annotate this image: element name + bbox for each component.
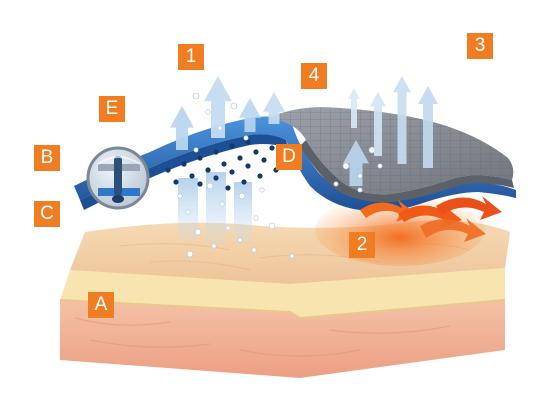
water-droplet-icon	[186, 250, 194, 258]
water-droplet-icon	[211, 243, 217, 249]
water-droplet-icon	[230, 102, 238, 110]
upward-arrow-icon	[263, 92, 285, 124]
water-droplet-icon	[357, 173, 363, 179]
vapor-column	[234, 182, 252, 242]
water-droplet-icon	[268, 222, 276, 230]
water-droplet-icon	[253, 215, 259, 221]
water-droplet-icon	[225, 225, 231, 231]
skin-texture	[119, 243, 471, 271]
membrane-pore	[225, 185, 231, 191]
water-droplet-icon	[205, 109, 211, 115]
water-droplet-icon	[342, 162, 350, 170]
membrane-pore	[213, 175, 219, 181]
lens-highlight	[97, 156, 141, 165]
water-droplet-icon	[357, 187, 363, 193]
membrane-pore	[241, 179, 247, 185]
water-droplet-icon	[185, 209, 191, 215]
membrane-pore	[269, 145, 275, 151]
marker-C: C	[34, 201, 60, 227]
marker-1: 1	[178, 44, 204, 70]
water-droplet-icon	[193, 147, 199, 153]
membrane-pore	[229, 143, 235, 149]
outer-shell	[268, 107, 514, 203]
water-droplet-icon	[251, 247, 257, 253]
marker-4: 4	[301, 63, 327, 89]
membrane-pore	[205, 167, 211, 173]
membrane-pore	[197, 155, 203, 161]
water-droplet-icon	[259, 187, 265, 193]
upward-arrow-icon	[343, 140, 369, 186]
membrane-pore	[253, 149, 259, 155]
water-droplet-icon	[219, 201, 225, 207]
marker-B: B	[34, 145, 60, 171]
membrane-pore	[181, 161, 187, 167]
water-droplet-icon	[289, 253, 295, 259]
upward-arrow-icon	[204, 76, 232, 138]
magnifier-icon	[86, 146, 150, 210]
water-droplet-icon	[333, 181, 339, 187]
heat-arrow	[420, 218, 486, 242]
marker-E: E	[99, 96, 125, 122]
membrane-edge	[80, 134, 288, 210]
water-droplet-icon	[177, 193, 183, 199]
vapor-arrows	[170, 76, 438, 186]
dermis-layer	[60, 300, 505, 378]
heat-arrow	[436, 196, 502, 220]
water-droplet-icon	[192, 92, 200, 100]
upward-arrow-icon	[370, 92, 386, 156]
upward-arrow-icon	[393, 76, 411, 164]
membrane-pore	[213, 149, 219, 155]
membrane-pore	[173, 179, 179, 185]
membrane-pores	[165, 139, 283, 191]
upward-arrow-icon	[348, 88, 360, 128]
upward-arrow-icon	[418, 86, 438, 168]
membrane-pore	[189, 173, 195, 179]
vapor-column	[178, 178, 198, 240]
lens-fiber	[114, 156, 122, 196]
water-droplet-icon	[237, 237, 243, 243]
marker-D: D	[276, 144, 302, 170]
membrane-pore	[165, 167, 171, 173]
vapor-columns	[178, 172, 252, 244]
water-droplet-icon	[368, 146, 376, 154]
marker-2: 2	[349, 232, 375, 258]
water-droplet-icon	[243, 135, 249, 141]
upward-arrow-icon	[239, 98, 261, 132]
membrane-pore	[237, 155, 243, 161]
marker-3: 3	[467, 33, 493, 59]
dermis-texture	[74, 317, 451, 357]
membrane-pore	[245, 139, 251, 145]
fat-edge	[59, 299, 506, 320]
shell-grid	[268, 107, 514, 195]
membrane-pore	[261, 157, 267, 163]
lens-fiber-end	[112, 195, 124, 203]
upward-arrow-icon	[170, 106, 194, 150]
vapor-bubbles	[177, 92, 383, 259]
vapor-column	[206, 172, 226, 244]
water-droplet-icon	[206, 182, 214, 190]
membrane-pore	[221, 161, 227, 167]
membrane-pore	[229, 169, 235, 175]
membrane-pore	[257, 173, 263, 179]
water-droplet-icon	[238, 192, 246, 200]
water-droplet-icon	[377, 163, 383, 169]
heat-arrows	[360, 196, 502, 242]
membrane-pore	[197, 181, 203, 187]
membrane-pore	[245, 163, 251, 169]
water-droplet-icon	[217, 125, 223, 131]
water-droplet-icon	[194, 228, 202, 236]
marker-A: A	[88, 292, 114, 318]
